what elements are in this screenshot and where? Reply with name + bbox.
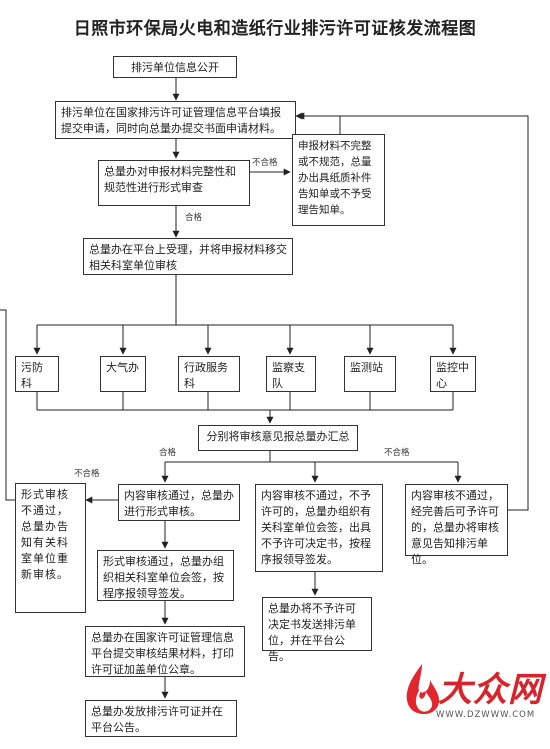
label-fail-form: 不合格 xyxy=(74,469,100,479)
arrow-return-apply xyxy=(297,112,529,511)
node-publish: 排污单位信息公开 xyxy=(113,56,237,78)
node-issue: 总量办发放排污许可证并在平台公告。 xyxy=(85,700,237,737)
arrow-incomplete-apply xyxy=(295,112,341,134)
node-dept-3: 行政服务科 xyxy=(178,356,240,392)
label-fail-review: 不合格 xyxy=(252,158,278,168)
node-incomplete: 申报材料不完整或不规范，总量办出具纸质补件告知单或不予受理告知单。 xyxy=(292,134,385,226)
label-fail-summary: 不合格 xyxy=(384,448,410,458)
node-apply: 排污单位在国家排污许可证管理信息平台填报提交申请，同时向总量办提交书面申请材料。 xyxy=(55,101,296,139)
node-dept-2: 大气办 xyxy=(100,356,146,392)
node-platform: 总量办在国家许可证管理信息平台提交审核结果材料，打印许可证加盖单位公章。 xyxy=(85,626,245,677)
node-fail-return: 内容审核不通过，经完善后可予许可的，总量办将审核意见告知排污单位。 xyxy=(405,484,508,566)
node-dept-6: 监控中心 xyxy=(430,356,476,392)
node-dept-5: 监测站 xyxy=(344,356,396,392)
node-recheck: 形式审核不通过，总量办告知有关科室单位重新审核。 xyxy=(15,483,86,613)
arrow-recheck-loop xyxy=(0,309,15,501)
node-deliver: 总量办将不予许可决定书发送排污单位，并在平台公告。 xyxy=(262,597,372,663)
node-review: 总量办对申报材料完整性和规范性进行形式审查 xyxy=(98,160,250,206)
node-dept-4: 监察支队 xyxy=(266,356,316,392)
dzwww-logo: 大众网 WWW.DZWWW.COM xyxy=(400,660,550,748)
node-dept-1: 污防科 xyxy=(15,356,59,392)
node-form-pass: 形式审核通过，总量办组织相关科室单位会签，按程序报领导签发。 xyxy=(97,550,234,601)
node-accept: 总量办在平台上受理，并将申报材料移交相关科室单位审核 xyxy=(83,238,293,275)
page-title: 日照市环保局火电和造纸行业排污许可证核发流程图 xyxy=(73,19,477,39)
node-fail-meeting: 内容审核不通过，不予许可的，总量办组织有关科室单位会签，出具不予许可决定书，按程… xyxy=(255,484,383,572)
label-pass-summary: 合格 xyxy=(159,448,177,458)
node-pass-content: 内容审核通过，总量办进行形式审核。 xyxy=(118,484,240,521)
label-pass-review: 合格 xyxy=(185,213,203,223)
node-summary: 分别将审核意见报总量办汇总 xyxy=(198,425,358,451)
flame-icon xyxy=(406,664,440,715)
